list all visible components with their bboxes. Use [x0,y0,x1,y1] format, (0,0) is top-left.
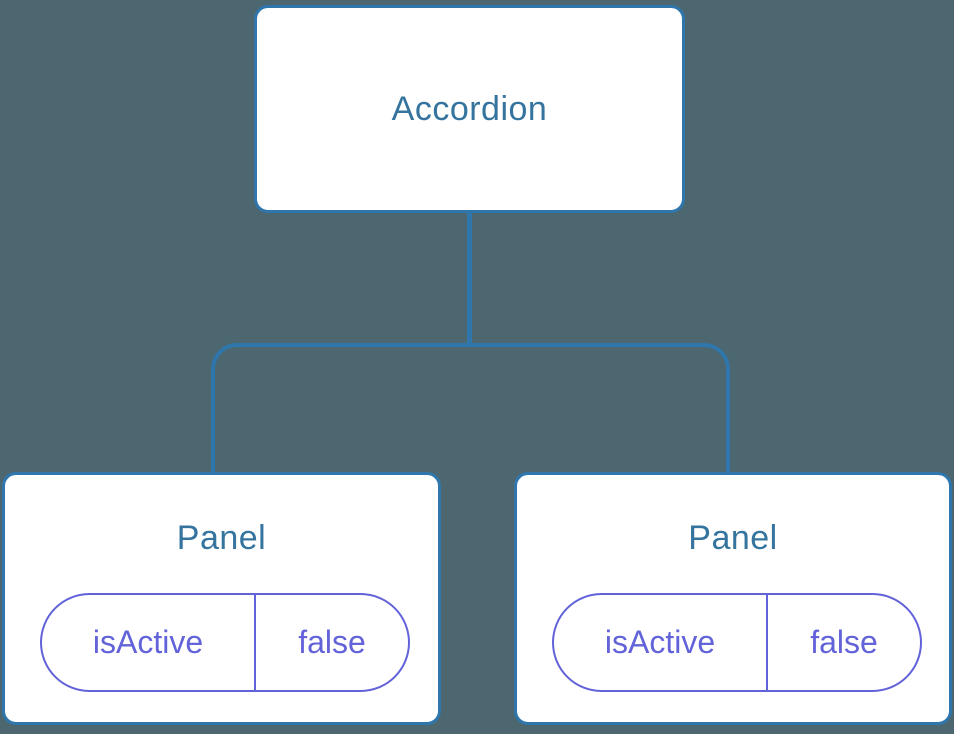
state-key: isActive [42,595,256,690]
panel-node-label: Panel [176,519,267,557]
panel-node-label: Panel [688,519,778,557]
state-value: false [298,624,366,660]
state-pill: isActive false [552,593,922,692]
accordion-node-label: Accordion [391,89,548,128]
state-key: isActive [554,595,768,690]
panel-node-right: Panel isActive false [514,472,952,725]
connector-bracket [211,343,730,472]
panel-node-left: Panel isActive false [2,472,441,725]
accordion-node: Accordion [254,5,685,213]
state-value: false [810,624,878,660]
connector-stem [467,212,472,343]
state-pill: isActive false [40,593,410,692]
